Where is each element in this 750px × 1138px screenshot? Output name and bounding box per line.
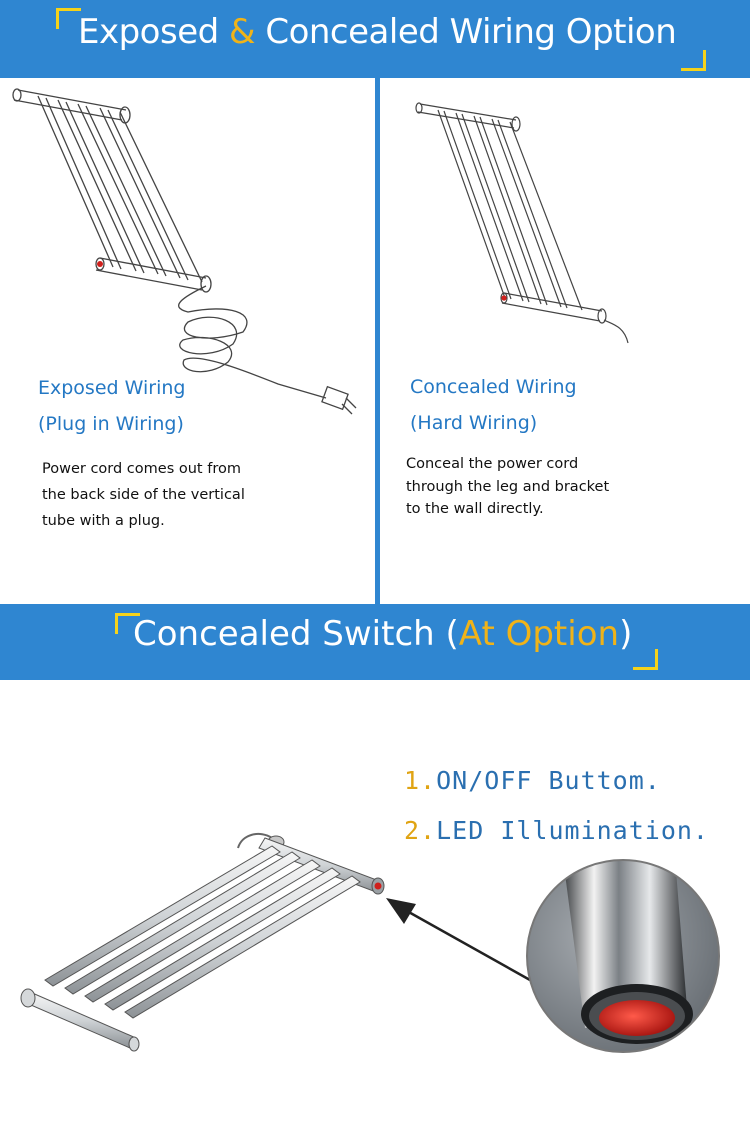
concealed-wiring-rail-drawing bbox=[415, 102, 629, 344]
bracket-bottom-right-icon bbox=[681, 50, 706, 71]
exposed-wiring-description: Power cord comes out from the back side … bbox=[42, 456, 245, 534]
header-banner: Exposed & Concealed Wiring Option bbox=[0, 0, 750, 78]
exposed-wiring-subtitle: (Plug in Wiring) bbox=[38, 413, 184, 435]
switch-closeup-image bbox=[526, 859, 720, 1053]
pointer-arrow-icon bbox=[386, 898, 531, 982]
feature-number: 1. bbox=[404, 766, 437, 795]
concealed-wiring-subtitle: (Hard Wiring) bbox=[410, 412, 538, 434]
desc-line: Conceal the power cord bbox=[406, 456, 579, 472]
desc-line: to the wall directly. bbox=[406, 501, 544, 517]
led-switch-icon bbox=[374, 882, 382, 890]
concealed-wiring-description: Conceal the power cord through the leg a… bbox=[406, 453, 609, 521]
desc-line: Power cord comes out from bbox=[42, 461, 241, 477]
feature-item-onoff: 1.ON/OFF Buttom. bbox=[404, 766, 661, 795]
page-title: Exposed & Concealed Wiring Option bbox=[78, 12, 677, 52]
exposed-wiring-heading: Exposed Wiring (Plug in Wiring) bbox=[38, 370, 185, 442]
concealed-wiring-title: Concealed Wiring bbox=[410, 376, 577, 398]
title-part-exposed: Exposed bbox=[78, 12, 230, 52]
led-indicator-icon bbox=[97, 261, 103, 267]
bracket-bottom-right-icon bbox=[633, 649, 658, 670]
desc-line: tube with a plug. bbox=[42, 513, 165, 529]
title-ampersand: & bbox=[229, 12, 256, 52]
title-part-concealed: Concealed Wiring Option bbox=[255, 12, 677, 52]
exposed-wiring-rail-drawing bbox=[12, 88, 357, 415]
feature-text: ON/OFF Buttom. bbox=[436, 766, 661, 795]
concealed-wiring-heading: Concealed Wiring (Hard Wiring) bbox=[410, 369, 577, 441]
feature-item-led: 2.LED Illumination. bbox=[404, 816, 709, 845]
led-indicator-icon bbox=[501, 295, 507, 301]
switch-banner bbox=[0, 604, 750, 680]
desc-line: through the leg and bracket bbox=[406, 478, 610, 495]
desc-line: the back side of the vertical bbox=[42, 487, 245, 503]
switch-title-part: Concealed Switch ( bbox=[133, 614, 459, 654]
switch-title: Concealed Switch (At Option) bbox=[133, 614, 632, 654]
column-divider bbox=[375, 78, 380, 604]
feature-text: LED Illumination. bbox=[436, 816, 709, 845]
bracket-top-left-icon bbox=[115, 613, 140, 634]
switch-rail-drawing bbox=[20, 832, 385, 1052]
switch-title-highlight: At Option bbox=[458, 614, 620, 654]
exposed-wiring-title: Exposed Wiring bbox=[38, 377, 186, 399]
switch-title-part: ) bbox=[619, 614, 633, 654]
feature-number: 2. bbox=[404, 816, 437, 845]
bracket-top-left-icon bbox=[56, 8, 81, 29]
